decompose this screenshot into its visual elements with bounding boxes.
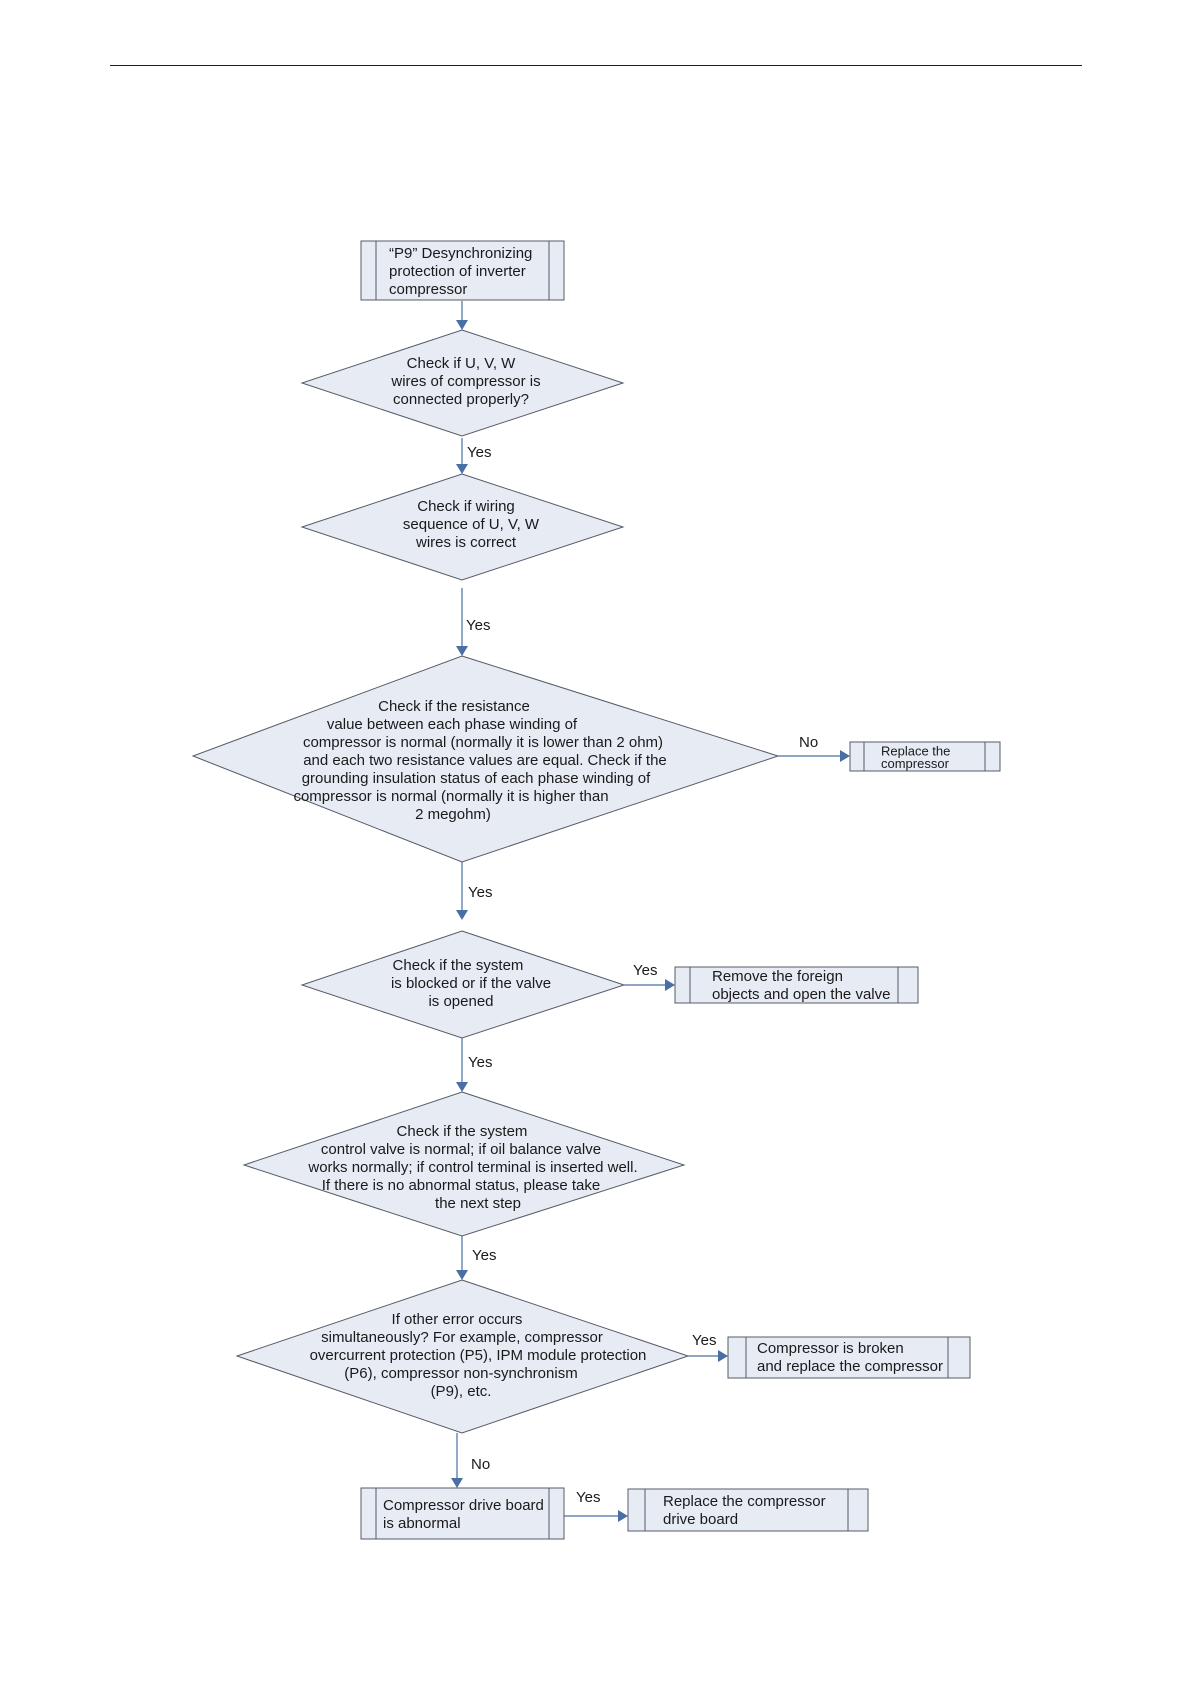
label-yes-d4: Yes xyxy=(468,1054,492,1071)
d2-line-2: sequence of U, V, W xyxy=(403,516,540,533)
compressor-broken-line-2: and replace the compressor xyxy=(757,1358,943,1375)
d5-line-4: If there is no abnormal status, please t… xyxy=(322,1177,601,1194)
d5-line-1: Check if the system xyxy=(397,1123,528,1140)
arrowhead xyxy=(456,464,468,474)
result-replace-compressor: Replace the compressor xyxy=(849,741,1001,772)
process-drive-board-abnormal: Compressor drive board is abnormal xyxy=(360,1487,565,1540)
d5-line-5: the next step xyxy=(435,1195,521,1212)
label-yes-d1: Yes xyxy=(467,444,491,461)
drive-abnormal-line-1: Compressor drive board xyxy=(383,1497,544,1514)
decision-system-blocked: Check if the system is blocked or if the… xyxy=(300,930,626,1039)
d5-line-3: works normally; if control terminal is i… xyxy=(307,1159,637,1176)
d4-line-3: is opened xyxy=(428,993,493,1010)
arrowhead xyxy=(456,1082,468,1092)
result-replace-drive-board: Replace the compressor drive board xyxy=(627,1488,869,1532)
start-line-1: “P9” Desynchronizing xyxy=(389,245,532,262)
d3-line-7: 2 megohm) xyxy=(415,806,491,823)
start-process-box: “P9” Desynchronizing protection of inver… xyxy=(360,240,565,301)
result-remove-foreign-objects: Remove the foreign objects and open the … xyxy=(674,966,919,1004)
compressor-broken-line-1: Compressor is broken xyxy=(757,1340,904,1357)
d1-line-3: connected properly? xyxy=(393,391,529,408)
d4-line-1: Check if the system xyxy=(393,957,524,974)
d6-line-2: simultaneously? For example, compressor xyxy=(321,1329,603,1346)
d6-line-3: overcurrent protection (P5), IPM module … xyxy=(310,1347,647,1364)
replace-compressor-line-2: compressor xyxy=(881,756,950,771)
label-no-d6: No xyxy=(471,1456,490,1473)
label-yes-d5: Yes xyxy=(472,1247,496,1264)
d6-line-4: (P6), compressor non-synchronism xyxy=(344,1365,577,1382)
start-line-3: compressor xyxy=(389,281,467,298)
d3-line-6: compressor is normal (normally it is hig… xyxy=(293,788,608,805)
result-compressor-broken: Compressor is broken and replace the com… xyxy=(727,1336,971,1379)
arrowhead xyxy=(718,1350,728,1362)
start-line-2: protection of inverter xyxy=(389,263,526,280)
drive-abnormal-line-2: is abnormal xyxy=(383,1515,461,1532)
replace-drive-line-2: drive board xyxy=(663,1511,738,1528)
d6-line-5: (P9), etc. xyxy=(431,1383,492,1400)
remove-foreign-line-2: objects and open the valve xyxy=(712,986,890,1003)
remove-foreign-line-1: Remove the foreign xyxy=(712,968,843,985)
label-yes-d3: Yes xyxy=(468,884,492,901)
decision-control-valve: Check if the system control valve is nor… xyxy=(242,1091,686,1237)
d3-line-4: and each two resistance values are equal… xyxy=(303,752,667,769)
d6-line-1: If other error occurs xyxy=(392,1311,523,1328)
label-no-d3: No xyxy=(799,734,818,751)
d1-line-2: wires of compressor is xyxy=(390,373,540,390)
arrowhead xyxy=(665,979,675,991)
replace-drive-line-1: Replace the compressor xyxy=(663,1493,826,1510)
d1-line-1: Check if U, V, W xyxy=(407,355,516,372)
label-yes-d4-right: Yes xyxy=(633,962,657,979)
decision-uvw-connected: Check if U, V, W wires of compressor is … xyxy=(300,329,625,437)
arrowhead xyxy=(456,910,468,920)
arrowhead xyxy=(456,646,468,656)
arrowhead xyxy=(451,1478,463,1488)
d2-line-3: wires is correct xyxy=(415,534,517,551)
header-rule xyxy=(110,65,1082,66)
label-yes-d6-right: Yes xyxy=(692,1332,716,1349)
decision-wiring-sequence: Check if wiring sequence of U, V, W wire… xyxy=(300,473,625,581)
replace-compressor-line-1: Replace the xyxy=(881,743,950,758)
d3-line-3: compressor is normal (normally it is low… xyxy=(303,734,663,751)
label-yes-drive: Yes xyxy=(576,1489,600,1506)
d3-line-2: value between each phase winding of xyxy=(327,716,578,733)
d3-line-1: Check if the resistance xyxy=(378,698,530,715)
decision-resistance-check: Check if the resistance value between ea… xyxy=(191,655,780,863)
connectors xyxy=(451,301,850,1522)
d3-line-5: grounding insulation status of each phas… xyxy=(302,770,651,787)
arrowhead xyxy=(840,750,850,762)
d4-line-2: is blocked or if the valve xyxy=(391,975,551,992)
decision-other-error: If other error occurs simultaneously? Fo… xyxy=(235,1279,690,1434)
arrowhead xyxy=(456,1270,468,1280)
d5-line-2: control valve is normal; if oil balance … xyxy=(321,1141,601,1158)
d2-line-1: Check if wiring xyxy=(417,498,515,515)
label-yes-d2: Yes xyxy=(466,617,490,634)
arrowhead xyxy=(456,320,468,330)
arrowhead xyxy=(618,1510,628,1522)
